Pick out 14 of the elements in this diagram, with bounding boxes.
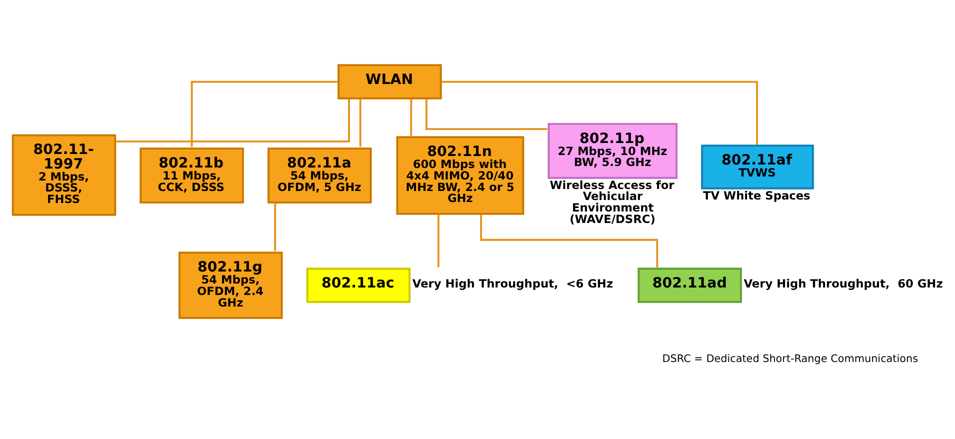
node-label: Wireless Access for Vehicular Environment (WAVE/DSRC) xyxy=(550,177,674,226)
node-label: TV White Spaces xyxy=(703,188,810,202)
connector xyxy=(359,98,362,146)
connector xyxy=(274,202,276,251)
connector xyxy=(438,214,440,267)
connector xyxy=(116,98,350,142)
connector xyxy=(410,98,412,136)
node-label: Very High Throughput, <6 GHz xyxy=(412,276,614,290)
connector xyxy=(442,80,758,144)
connector xyxy=(480,214,658,267)
label: DSRC = Dedicated Short-Range Communications xyxy=(662,352,918,364)
connector xyxy=(190,80,338,147)
connector xyxy=(426,98,548,130)
node-label: Very High Throughput, 60 GHz xyxy=(744,276,943,290)
